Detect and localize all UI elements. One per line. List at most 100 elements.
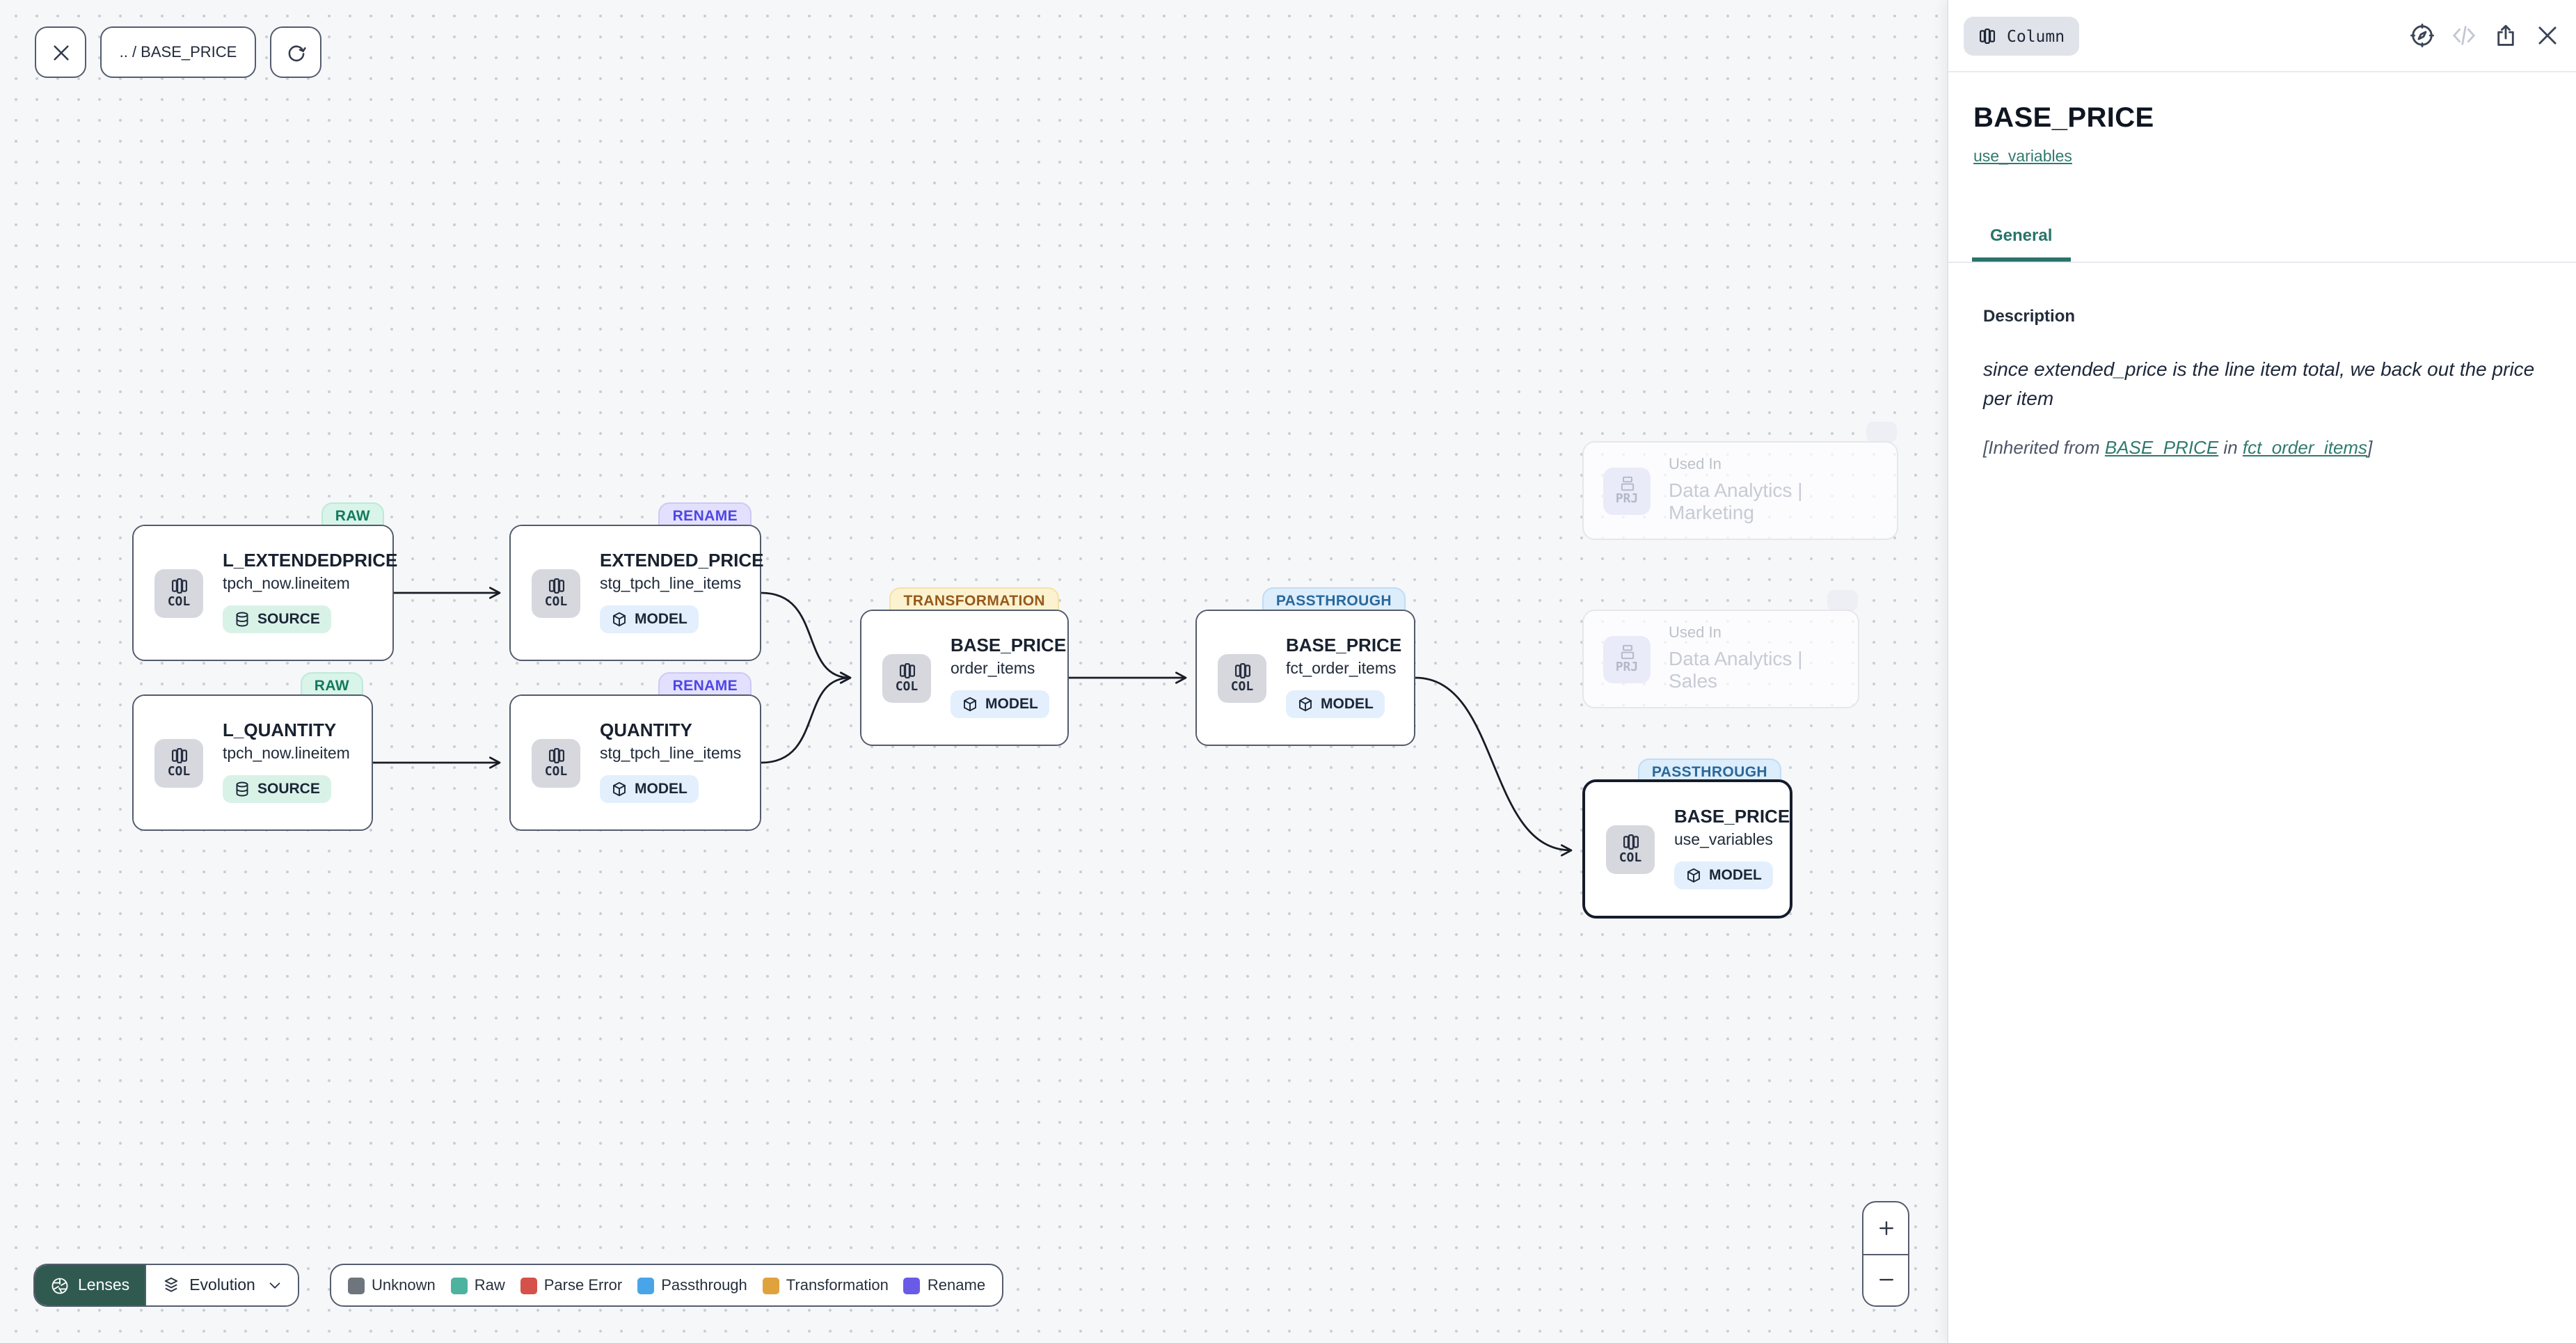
cube-icon (1685, 867, 1702, 884)
lineage-node-quantity[interactable]: RENAME COL QUANTITY stg_tpch_line_items … (509, 672, 761, 831)
inherited-model-link[interactable]: fct_order_items (2242, 437, 2368, 458)
cube-icon (611, 611, 628, 628)
entity-type-badge: Column (1964, 16, 2079, 55)
ghost-label: Used In (1669, 624, 1722, 642)
legend-item: Passthrough (637, 1277, 747, 1294)
description-section: Description since extended_price is the … (1948, 263, 2576, 458)
share-icon[interactable] (2492, 22, 2519, 49)
kind-badge: MODEL (1674, 861, 1773, 890)
legend-swatch (762, 1277, 779, 1294)
legend-swatch (348, 1277, 365, 1294)
description-text: since extended_price is the line item to… (1983, 358, 2535, 409)
ghost-label: Used In (1669, 456, 1722, 473)
legend-item: Unknown (348, 1277, 436, 1294)
tab-general[interactable]: General (1972, 225, 2071, 262)
legend-swatch (637, 1277, 655, 1294)
node-subtitle: use_variables (1674, 832, 1773, 849)
model-link[interactable]: use_variables (1973, 149, 2072, 166)
panel-tabs: General (1948, 225, 2576, 263)
lens-control: Lenses Evolution (33, 1264, 300, 1307)
inherited-column-link[interactable]: BASE_PRICE (2104, 437, 2219, 458)
columns-icon (169, 746, 189, 765)
node-title: BASE_PRICE (1286, 634, 1402, 655)
panel-header: Column (1948, 0, 2576, 72)
legend-item: Raw (450, 1277, 505, 1294)
columns-icon (1232, 661, 1252, 681)
node-subtitle: fct_order_items (1286, 660, 1397, 678)
node-title: L_EXTENDEDPRICE (223, 549, 398, 571)
database-icon (234, 781, 251, 797)
lineage-node-l-quantity[interactable]: RAW COL L_QUANTITY tpch_now.lineitem SOU… (132, 672, 373, 831)
ghost-badge (1827, 590, 1858, 611)
kind-badge: MODEL (600, 605, 699, 634)
columns-icon (546, 576, 566, 596)
columns-icon (546, 746, 566, 765)
node-subtitle: tpch_now.lineitem (223, 745, 350, 763)
column-kind-box: COL (154, 569, 203, 617)
lineage-node-extended-price[interactable]: RENAME COL EXTENDED_PRICE stg_tpch_line_… (509, 502, 764, 661)
project-kind-box: PRJ (1603, 635, 1651, 683)
column-kind-box: COL (532, 569, 580, 617)
ghost-badge (1866, 422, 1897, 443)
lineage-node-base-price-fct-order-items[interactable]: PASSTHROUGH COL BASE_PRICE fct_order_ite… (1195, 587, 1415, 746)
chevron-down-icon (268, 1278, 283, 1293)
close-panel-icon[interactable] (2534, 22, 2561, 49)
node-title: EXTENDED_PRICE (600, 549, 764, 571)
cube-icon (611, 781, 628, 797)
plus-icon (1875, 1218, 1896, 1239)
lineage-node-base-price-order-items[interactable]: TRANSFORMATION COL BASE_PRICE order_item… (860, 587, 1069, 746)
zoom-out-button[interactable] (1863, 1255, 1908, 1305)
legend-swatch (903, 1277, 921, 1294)
code-icon[interactable] (2451, 22, 2477, 49)
project-icon (1618, 475, 1636, 493)
inherited-note: [Inherited from BASE_PRICE in fct_order_… (1983, 437, 2373, 458)
database-icon (234, 611, 251, 628)
cube-icon (962, 696, 978, 713)
layers-icon (161, 1276, 181, 1295)
close-lineage-button[interactable] (35, 26, 86, 78)
ghost-node-used-in-marketing[interactable]: PRJ Used In Data Analytics | Marketing (1582, 441, 1898, 540)
node-subtitle: tpch_now.lineitem (223, 575, 350, 593)
column-kind-box: COL (532, 738, 580, 787)
lens-select-evolution[interactable]: Evolution (145, 1265, 299, 1305)
node-subtitle: order_items (951, 660, 1035, 678)
legend-swatch (450, 1277, 468, 1294)
zoom-in-button[interactable] (1863, 1202, 1908, 1255)
compass-icon[interactable] (2409, 22, 2435, 49)
cube-icon (1297, 696, 1314, 713)
lineage-node-base-price-use-variables[interactable]: PASSTHROUGH COL BASE_PRICE use_variables… (1582, 758, 1792, 919)
lineage-node-l-extendedprice[interactable]: RAW COL L_EXTENDEDPRICE tpch_now.lineite… (132, 502, 398, 661)
column-kind-box: COL (1218, 653, 1266, 702)
column-kind-box: COL (1606, 825, 1655, 873)
ghost-title: Data Analytics | Sales (1669, 646, 1803, 692)
kind-badge: SOURCE (223, 775, 331, 804)
panel-title: BASE_PRICE (1973, 103, 2154, 134)
column-kind-box: COL (882, 653, 931, 702)
project-icon (1618, 643, 1636, 661)
node-title: BASE_PRICE (1674, 805, 1790, 827)
legend-swatch (520, 1277, 537, 1294)
kind-badge: MODEL (951, 690, 1049, 719)
ghost-node-used-in-sales[interactable]: PRJ Used In Data Analytics | Sales (1582, 610, 1859, 708)
columns-icon (1621, 832, 1640, 852)
breadcrumb[interactable]: .. / BASE_PRICE (100, 26, 256, 78)
column-kind-box: COL (154, 738, 203, 787)
kind-badge: MODEL (1286, 690, 1385, 719)
columns-icon (897, 661, 916, 681)
project-kind-box: PRJ (1603, 467, 1651, 514)
evolution-legend: Unknown Raw Parse Error Passthrough Tran… (330, 1264, 1004, 1307)
zoom-control (1862, 1201, 1909, 1307)
refresh-button[interactable] (270, 26, 321, 78)
kind-badge: SOURCE (223, 605, 331, 634)
details-panel: Column BASE_PRICE use_variables General … (1947, 0, 2576, 1343)
aperture-icon (50, 1276, 70, 1295)
node-title: QUANTITY (600, 719, 692, 740)
lenses-button[interactable]: Lenses (35, 1265, 145, 1305)
ghost-title: Data Analytics | Marketing (1669, 478, 1803, 524)
legend-item: Parse Error (520, 1277, 622, 1294)
columns-icon (1978, 26, 1997, 45)
legend-item: Transformation (762, 1277, 889, 1294)
node-subtitle: stg_tpch_line_items (600, 745, 742, 763)
kind-badge: MODEL (600, 775, 699, 804)
